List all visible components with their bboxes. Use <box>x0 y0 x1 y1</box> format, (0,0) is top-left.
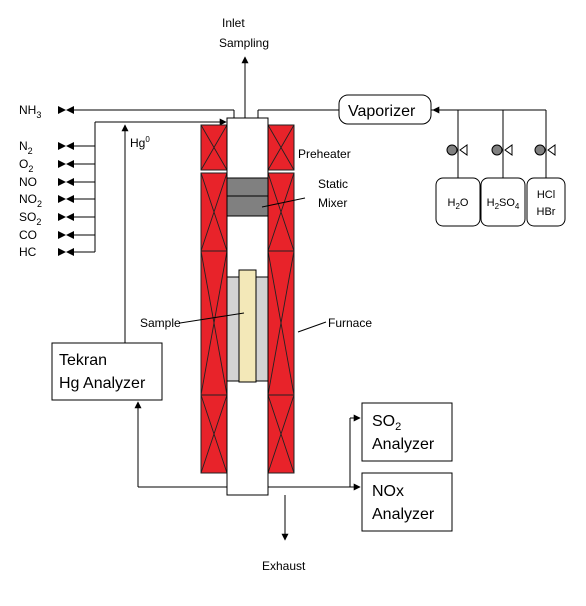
nox-analyzer-label-1: NOx <box>372 483 404 500</box>
static-mixer-label-1: Static <box>318 177 348 191</box>
gas-label-7: HC <box>19 245 37 259</box>
gas-valve-icon[interactable] <box>58 248 74 256</box>
gas-valve-icon[interactable] <box>58 178 74 186</box>
nox-analyzer-box <box>361 472 453 532</box>
hg0-label: Hg0 <box>130 135 150 150</box>
pump-nozzle-icon <box>547 144 556 156</box>
pump-icon <box>491 144 503 156</box>
exhaust-label: Exhaust <box>262 559 306 573</box>
gas-valve-icon[interactable] <box>58 160 74 168</box>
vaporizer-label: Vaporizer <box>348 103 416 120</box>
pump-nozzle-icon <box>504 144 513 156</box>
static-mixer <box>226 177 269 217</box>
pump-icon <box>446 144 458 156</box>
gas-label-6: CO <box>19 228 37 242</box>
reservoir-label-0: H2O <box>448 197 469 211</box>
gas-label-1: N2 <box>19 139 33 156</box>
inlet-label: Inlet <box>222 16 245 30</box>
so2-analyzer-box <box>361 402 453 462</box>
sample-leader <box>179 312 245 324</box>
reservoir-2 <box>526 177 566 227</box>
so2-analyzer-label-2: Analyzer <box>372 436 435 453</box>
reservoir-label-1: H2SO4 <box>487 197 520 211</box>
sample-label: Sample <box>140 316 181 330</box>
static-mixer-leader <box>261 197 306 208</box>
sampling-label: Sampling <box>219 36 269 50</box>
tekran-label-2: Hg Analyzer <box>59 375 146 392</box>
preheater-label: Preheater <box>298 147 351 161</box>
reservoir-label-2: HBr <box>537 206 556 218</box>
tekran-label-1: Tekran <box>59 352 107 369</box>
gas-label-3: NO <box>19 175 37 189</box>
gas-valve-icon[interactable] <box>58 213 74 221</box>
gas-label-2: O2 <box>19 157 33 174</box>
reservoir-label-2: HCl <box>537 189 555 201</box>
pump-nozzle-icon <box>459 144 468 156</box>
gas-valve-icon[interactable] <box>58 195 74 203</box>
nox-analyzer-label-2: Analyzer <box>372 506 435 523</box>
gas-valve-icon[interactable] <box>58 231 74 239</box>
furnace-leader <box>297 321 327 333</box>
gas-valve-icon[interactable] <box>58 106 74 114</box>
pump-icon <box>534 144 546 156</box>
sample <box>238 269 257 383</box>
tekran-analyzer-box <box>51 342 163 401</box>
gas-label-4: NO2 <box>19 192 42 209</box>
reservoir-0 <box>435 177 481 227</box>
furnace-label: Furnace <box>328 316 372 330</box>
static-mixer-label-2: Mixer <box>318 196 347 210</box>
gas-valve-icon[interactable] <box>58 142 74 150</box>
so2-analyzer-label-1: SO2 <box>372 413 401 433</box>
gas-label-5: SO2 <box>19 210 41 227</box>
gas-label-0: NH3 <box>19 103 41 120</box>
reservoir-1 <box>480 177 526 227</box>
